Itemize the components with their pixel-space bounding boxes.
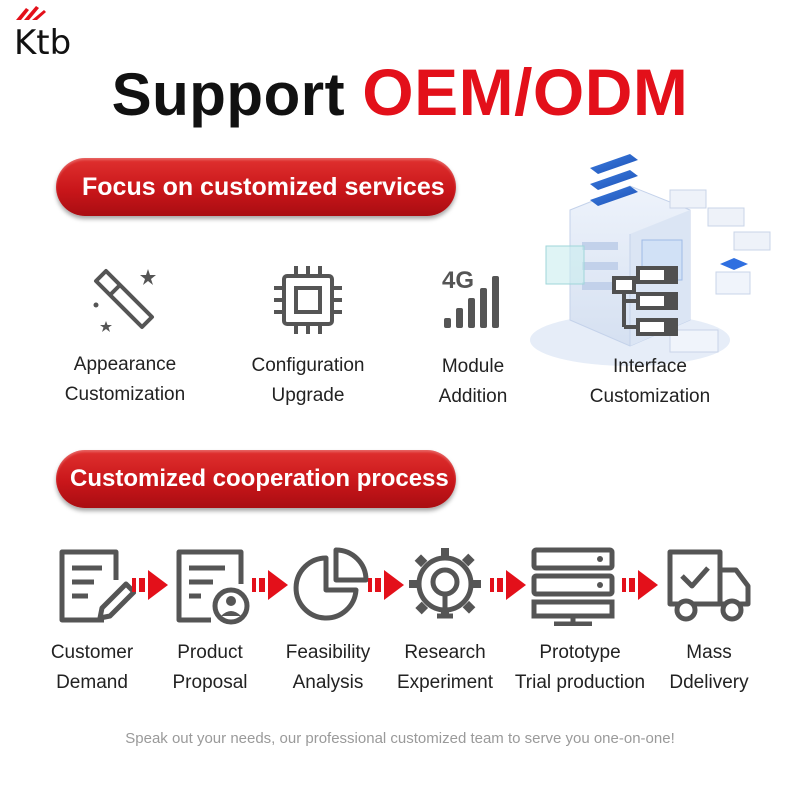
arrow-right-icon [368, 570, 404, 600]
step-mass-delivery: Mass Ddelivery [669, 642, 749, 693]
headline-support: Support [111, 61, 346, 128]
chip-icon [274, 266, 342, 334]
step-customer-demand: Customer Demand [50, 642, 134, 693]
footer-tagline: Speak out your needs, our professional c… [125, 730, 675, 747]
feature-configuration-upgrade: Configuration Upgrade [251, 355, 365, 406]
arrow-right-icon [132, 570, 168, 600]
brand-logo: Ktb [10, 6, 100, 63]
signal-4g-icon: 4G [442, 267, 499, 328]
headline-oem-odm: OEM/ODM [362, 55, 689, 129]
section-title-cooperation-process: Customized cooperation process [56, 450, 456, 508]
step-product-proposal: Product Proposal [172, 642, 248, 693]
section-title-customized-services: Focus on customized services [56, 158, 456, 216]
feature-interface-customization: Interface Customization [589, 356, 711, 407]
feature-appearance-customization: Appearance Customization [64, 354, 186, 405]
step-research-experiment: Research Experiment [396, 642, 494, 693]
ktb-logo-icon: Ktb [14, 6, 71, 63]
headline: Support OEM/ODM [0, 56, 800, 131]
feature-module-addition: Module Addition [438, 356, 508, 407]
document-user-icon [176, 549, 250, 625]
magic-wand-icon [93, 269, 156, 332]
server-rack-icon [531, 547, 615, 626]
server-illustration [520, 150, 800, 380]
document-pen-icon [59, 549, 136, 623]
step-prototype-trial-production: Prototype Trial production [514, 642, 646, 693]
delivery-truck-icon [667, 549, 751, 622]
signal-4g-label: 4G [442, 267, 474, 294]
logo-text: Ktb [14, 23, 71, 58]
step-feasibility-analysis: Feasibility Analysis [285, 642, 371, 693]
arrow-right-icon [252, 570, 288, 600]
gear-bulb-icon [409, 548, 481, 619]
arrow-right-icon [622, 570, 658, 600]
pie-chart-icon [293, 547, 369, 621]
server-cube-icon [530, 154, 771, 366]
arrow-right-icon [490, 570, 526, 600]
